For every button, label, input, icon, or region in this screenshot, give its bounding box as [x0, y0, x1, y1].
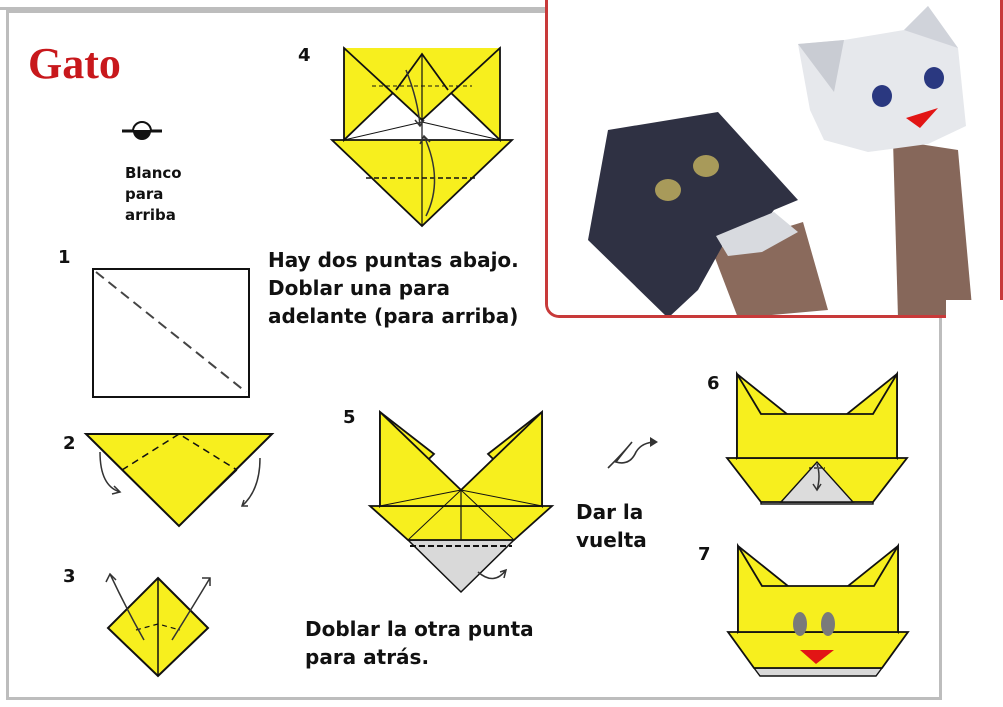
step-number-7: 7 [698, 544, 711, 565]
step-2-diagram [83, 433, 275, 528]
page-title: Gato [28, 39, 121, 88]
turn-over-icon [607, 437, 658, 469]
step-5-diagram [367, 409, 555, 594]
step-1-diagram [92, 268, 250, 398]
step-number-4: 4 [298, 45, 311, 66]
step-4-instruction: Hay dos puntas abajo. Doblar una para ad… [268, 248, 519, 328]
top-frame-line [0, 0, 560, 10]
turn-over-label: Dar la vuelta [576, 500, 647, 552]
legend-text: Blanco para arriba [125, 164, 182, 224]
step-3-diagram [105, 572, 211, 678]
finished-puppets-photo [545, 0, 1003, 318]
step-6-diagram [725, 370, 909, 505]
step-number-2: 2 [63, 433, 76, 454]
step-number-3: 3 [63, 566, 76, 587]
step-5-instruction: Doblar la otra punta para atrás. [305, 617, 534, 669]
step-number-1: 1 [58, 247, 71, 268]
puppet-photo-illustration [548, 0, 1000, 315]
white-side-up-icon [122, 121, 162, 140]
step-number-5: 5 [343, 407, 356, 428]
step-7-diagram [726, 542, 910, 677]
step-number-6: 6 [707, 373, 720, 394]
step-4-diagram [329, 46, 515, 228]
right-margin [946, 300, 1003, 707]
